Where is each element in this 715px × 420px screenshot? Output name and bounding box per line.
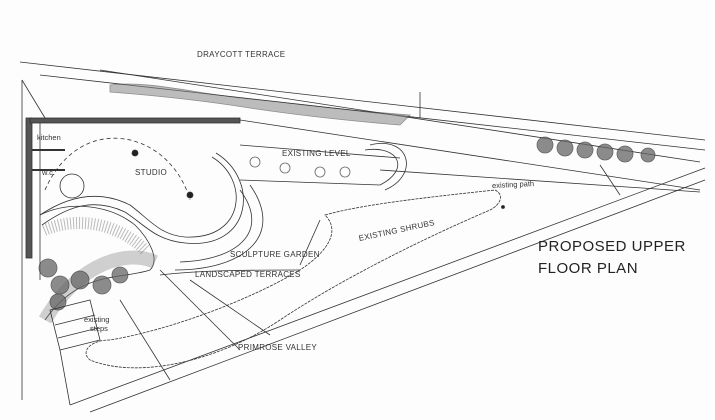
planting-symbols: [38, 136, 656, 311]
kitchen-label: kitchen: [37, 133, 61, 142]
primrose-valley-label: PRIMROSE VALLEY: [238, 343, 318, 352]
existing-steps-label-2: steps: [90, 324, 108, 333]
terrace-lines: [119, 219, 321, 381]
left-wall: [21, 79, 46, 400]
existing-level-terrace: [239, 143, 407, 191]
existing-steps-label-1: existing: [84, 315, 110, 324]
sculpture-garden-label: SCULPTURE GARDEN: [230, 250, 320, 259]
studio-label: STUDIO: [135, 168, 168, 177]
wc-label: w.c.: [42, 168, 55, 177]
draycott-terrace-lines: [19, 61, 706, 196]
drawing-title: PROPOSED UPPER FLOOR PLAN: [538, 236, 686, 280]
draycott-terrace-label: DRAYCOTT TERRACE: [197, 50, 286, 59]
top-hedge: [109, 83, 411, 126]
studio-building: [29, 117, 264, 324]
landscaped-terraces-label: LANDSCAPED TERRACES: [195, 270, 301, 279]
primrose-valley-lines: [69, 167, 706, 413]
existing-level-label: EXISTING LEVEL: [282, 149, 351, 158]
existing-steps: [49, 299, 101, 406]
title-line-2: FLOOR PLAN: [538, 260, 639, 277]
title-line-1: PROPOSED UPPER: [538, 238, 686, 255]
survey-point-marker: [501, 205, 505, 209]
existing-shrubs-bed: [85, 189, 501, 369]
